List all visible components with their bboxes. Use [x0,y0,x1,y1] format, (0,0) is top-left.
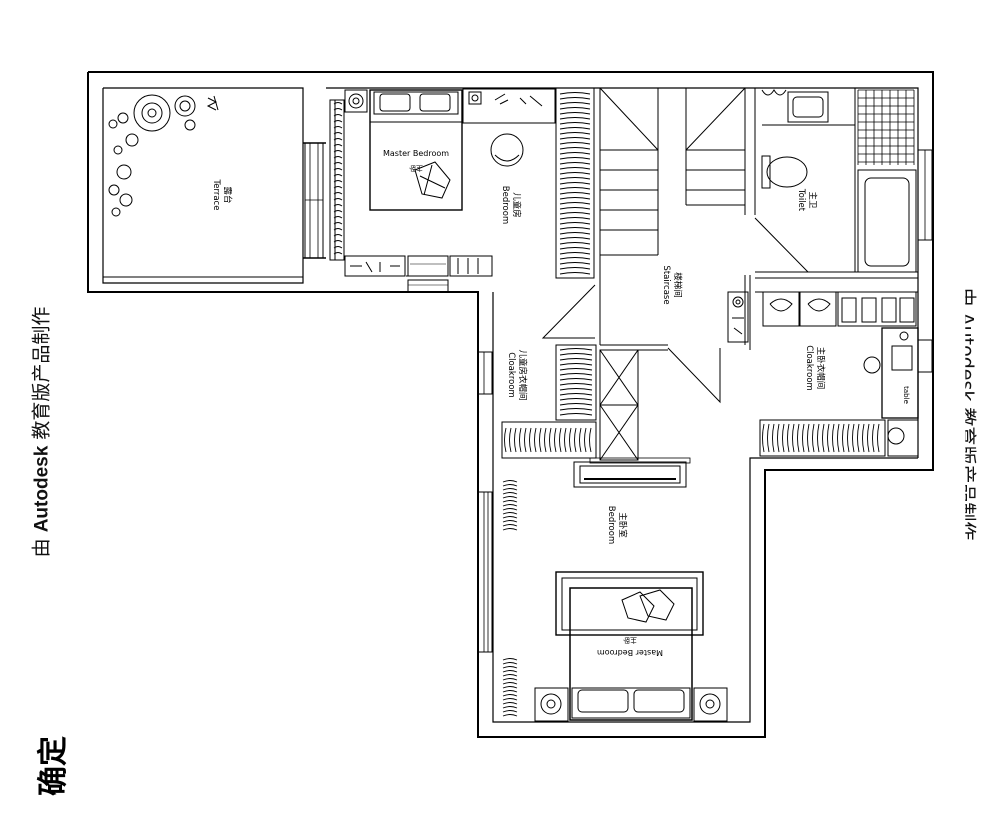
shower-tiles [857,89,915,165]
table-label: table [902,386,910,404]
kids-closet-rail [333,92,591,275]
kids-bed-label-cn: 主卧 [409,164,423,173]
staircase [541,87,810,404]
master-bed-label-en: Master Bedroom [597,648,663,657]
master-bedroom-label-cn: 主卧室 [617,512,628,538]
master-cloakroom [727,291,933,457]
toilet-room [754,88,933,279]
kids-bedroom [329,87,595,293]
master-cloak-rail [762,423,880,453]
terrace-room [108,94,326,259]
terrace-label-cn: 露台 [222,186,233,203]
outer-walls [87,71,934,738]
staircase-label-en: Staircase [661,265,671,304]
staircase-label-cn: 楼梯间 [672,272,683,298]
kids-bed [369,89,463,211]
confirm-label: 确定 [36,736,71,796]
toilet-label-cn: 主卫 [807,191,818,209]
kids-bedroom-label-cn: 儿童房 [511,192,522,218]
kids-cloakroom-label-en: Cloakroom [506,352,516,398]
kids-cloak-rail [504,348,593,453]
watermark-suffix: 教育版产品制作 [30,306,53,446]
master-bedroom-rails [502,457,691,717]
kids-cloakroom-label-cn: 儿童房衣帽间 [517,349,528,400]
toilet-label-en: Toilet [796,188,806,212]
terrace-label-en: Terrace [211,179,221,211]
room-labels: 露台 Terrace 儿童房 Bedroom Master Bedroom 主卧… [211,149,910,657]
watermark-brand: Autodesk [31,445,53,533]
master-bedroom [477,461,728,722]
master-bed-label-cn: 主卧 [623,636,637,645]
watermark-left: 由 Autodesk 教育版产品制作 [27,307,54,558]
watermark-prefix: 由 [30,532,53,558]
kids-cloakroom [477,344,639,461]
kids-bed-label-en: Master Bedroom [383,149,449,158]
kids-bedroom-label-en: Bedroom [500,186,510,224]
master-bedroom-label-en: Bedroom [606,506,616,544]
master-cloakroom-label-cn: 主卧衣帽间 [815,347,826,390]
plant-decoration [108,94,219,217]
master-cloakroom-label-en: Cloakroom [804,345,814,391]
